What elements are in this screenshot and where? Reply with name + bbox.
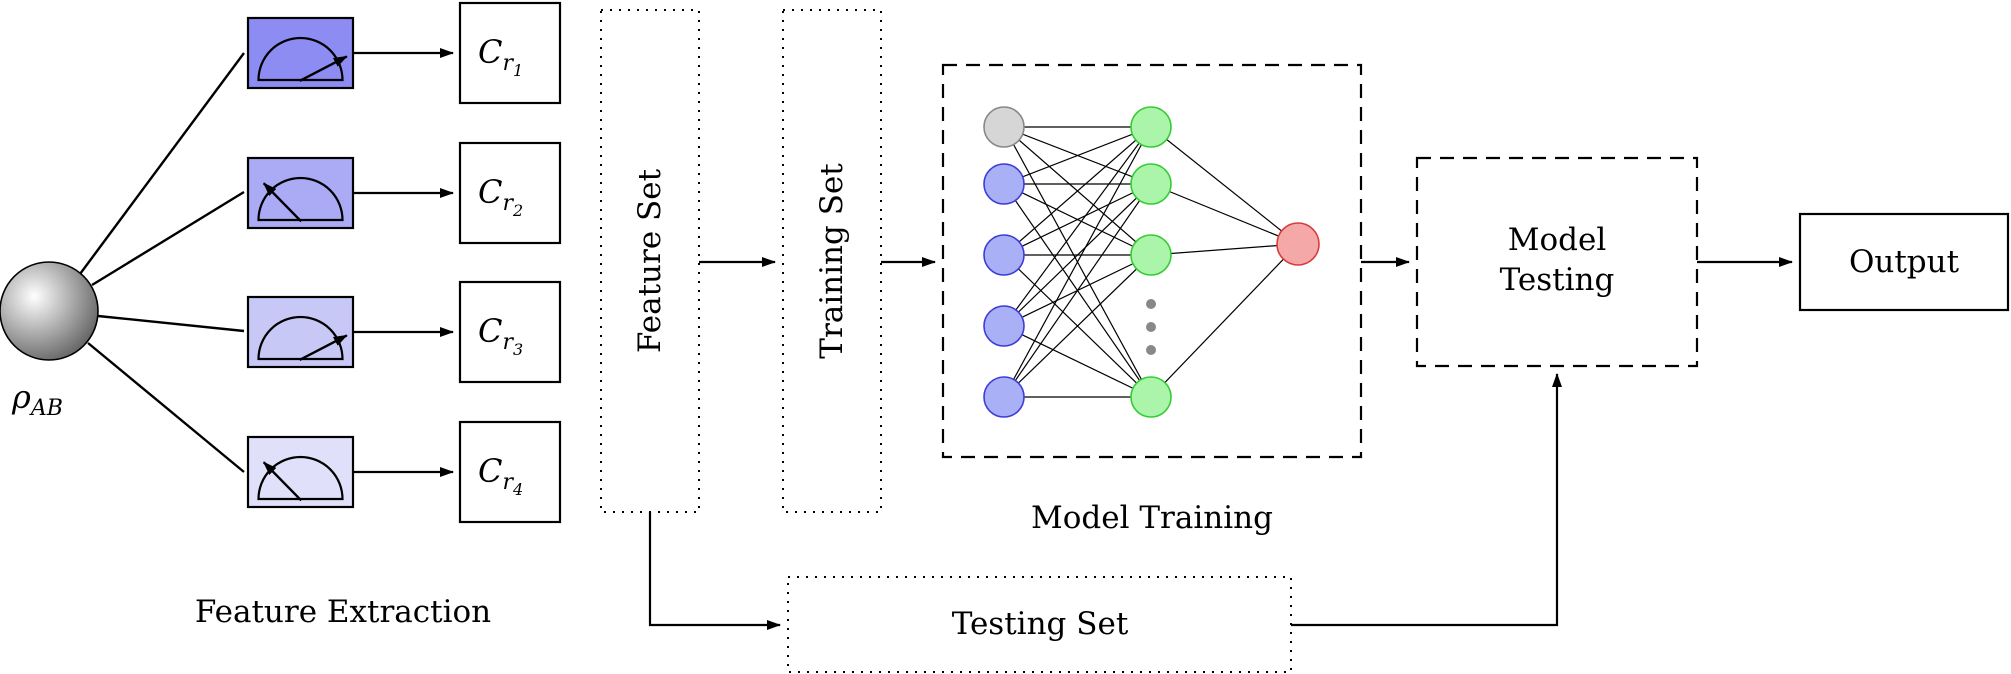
correlation-label: Cr2 <box>478 173 523 220</box>
source-label: ρAB <box>11 378 63 421</box>
model-testing-label-line1: Model <box>1508 222 1607 258</box>
channel-4: Cr4 <box>246 420 562 524</box>
ellipsis-dot <box>1146 299 1156 309</box>
meter-needle-icon <box>299 334 348 361</box>
feature-set: Feature Set <box>600 9 700 513</box>
source-connectors <box>79 52 245 473</box>
testing-set-label: Testing Set <box>952 606 1129 642</box>
model-training: Model Training <box>941 63 1363 536</box>
input-node <box>983 234 1025 276</box>
network-edge <box>1150 126 1299 245</box>
output: Output <box>1798 212 2010 312</box>
source-connector-4 <box>87 342 245 473</box>
correlation-label: Cr3 <box>478 312 523 359</box>
flow-arrows <box>648 257 1793 630</box>
network-edge <box>1003 126 1152 398</box>
model-testing-label-line2: Testing <box>1500 262 1615 298</box>
meter-box <box>246 16 355 90</box>
output-label: Output <box>1849 244 1960 280</box>
correlation-label: Cr4 <box>478 452 523 499</box>
source-state: ρAB <box>0 261 99 421</box>
network-edge <box>1003 325 1152 398</box>
output-node <box>1276 222 1320 266</box>
correlation-label: Cr1 <box>478 33 523 80</box>
model-testing: Model Testing <box>1415 156 1699 368</box>
network-edge <box>1150 243 1299 256</box>
network-edge <box>1003 183 1152 256</box>
training-set: Training Set <box>782 9 882 513</box>
network-edge <box>1003 126 1152 256</box>
meter-needle-icon <box>262 461 303 502</box>
output-box <box>1798 212 2010 312</box>
feature-set-label: Feature Set <box>632 168 668 353</box>
channel-1: Cr1 <box>246 1 562 105</box>
correlation-box <box>458 420 562 524</box>
meter-box <box>246 295 355 369</box>
channel-3: Cr3 <box>246 280 562 384</box>
model-training-title: Model Training <box>1031 500 1273 536</box>
network-edges <box>1003 126 1299 398</box>
input-node <box>983 376 1025 418</box>
network-edge <box>1003 126 1152 327</box>
network-edge <box>1003 126 1152 185</box>
bias-node <box>983 106 1025 148</box>
meter-dial-icon <box>257 176 344 222</box>
ellipsis-dot <box>1146 322 1156 332</box>
source-circle <box>0 261 99 361</box>
channel-2: Cr2 <box>246 141 562 245</box>
network-edge <box>1003 183 1152 398</box>
arrow-feature-to-testing-set <box>648 512 781 630</box>
hidden-node <box>1130 376 1172 418</box>
network-edge <box>1150 183 1299 245</box>
network-edge <box>1003 254 1152 398</box>
training-set-box <box>782 9 882 513</box>
network-edge <box>1150 243 1299 398</box>
correlation-box <box>458 141 562 245</box>
model-testing-box <box>1415 156 1699 368</box>
meter-needle-icon <box>262 182 303 223</box>
hidden-node <box>1130 163 1172 205</box>
source-connector-1 <box>79 52 245 275</box>
arrow-testing-set-to-model-testing <box>1291 373 1562 627</box>
source-connector-3 <box>97 314 245 333</box>
training-set-label: Training Set <box>814 163 850 359</box>
feature-extraction-title: Feature Extraction <box>195 594 491 630</box>
meter-box <box>246 435 355 509</box>
meter-needle-icon <box>299 55 348 82</box>
hidden-node <box>1130 234 1172 276</box>
network-edge <box>1003 183 1152 327</box>
correlation-box <box>458 280 562 384</box>
hidden-node <box>1130 106 1172 148</box>
testing-set: Testing Set <box>787 576 1292 673</box>
correlation-box <box>458 1 562 105</box>
ellipsis-dot <box>1146 345 1156 355</box>
neural-network <box>983 106 1320 418</box>
input-node <box>983 305 1025 347</box>
input-node <box>983 163 1025 205</box>
meter-dial-icon <box>257 455 344 501</box>
meter-box <box>246 156 355 230</box>
source-connector-2 <box>91 190 245 287</box>
model-training-box <box>941 63 1363 459</box>
